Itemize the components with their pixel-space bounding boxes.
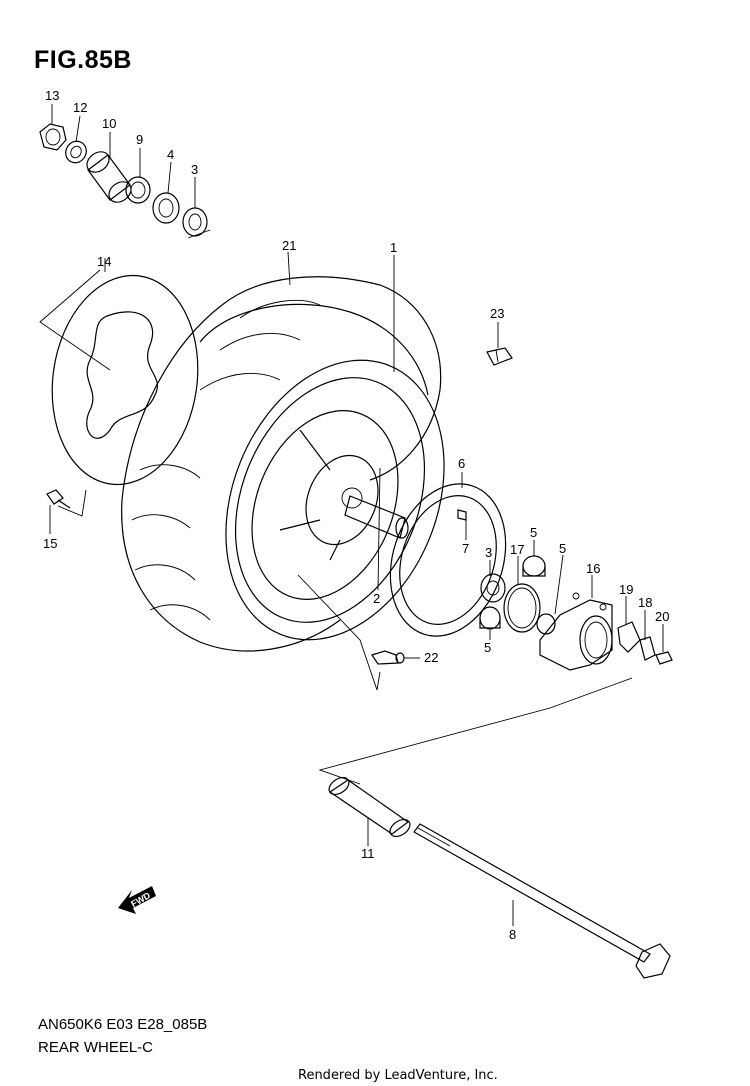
callout-4: 4 bbox=[167, 147, 174, 162]
collar-5-left bbox=[479, 606, 501, 630]
clip-23 bbox=[486, 347, 513, 366]
callout-7: 7 bbox=[462, 541, 469, 556]
spacer-10 bbox=[86, 151, 132, 203]
callout-5-right: 5 bbox=[559, 541, 566, 556]
callout-23: 23 bbox=[490, 306, 504, 321]
callout-15: 15 bbox=[43, 536, 57, 551]
callout-10: 10 bbox=[102, 116, 116, 131]
callout-11: 11 bbox=[361, 846, 375, 861]
screw-7 bbox=[457, 509, 467, 521]
fwd-arrow-icon: FWD bbox=[118, 886, 156, 914]
hub-carrier-16 bbox=[539, 592, 613, 671]
callout-3-top: 3 bbox=[191, 162, 198, 177]
callout-1: 1 bbox=[390, 240, 397, 255]
callout-17: 17 bbox=[510, 542, 524, 557]
callout-5-top: 5 bbox=[530, 525, 537, 540]
collar-5-right bbox=[536, 613, 556, 635]
oil-seal-9 bbox=[125, 176, 151, 204]
callout-19: 19 bbox=[619, 582, 633, 597]
valve-22 bbox=[371, 650, 405, 665]
washer-12 bbox=[65, 140, 87, 164]
callout-12: 12 bbox=[73, 100, 87, 115]
spacer-11 bbox=[328, 776, 411, 838]
rendered-by-credit: Rendered by LeadVenture, Inc. bbox=[298, 1068, 498, 1083]
sensor-rotor-6 bbox=[389, 483, 507, 637]
brake-disc-14 bbox=[51, 274, 199, 486]
callout-3-mid: 3 bbox=[485, 545, 492, 560]
callout-18: 18 bbox=[638, 595, 652, 610]
callout-16: 16 bbox=[586, 561, 600, 576]
callout-8: 8 bbox=[509, 927, 516, 942]
callout-6: 6 bbox=[458, 456, 465, 471]
callout-5-left: 5 bbox=[484, 640, 491, 655]
wheel-rim-1 bbox=[251, 410, 409, 600]
callout-9: 9 bbox=[136, 132, 143, 147]
callout-2: 2 bbox=[373, 591, 380, 606]
bearing-3-top bbox=[182, 207, 208, 237]
assembly-name: REAR WHEEL-C bbox=[38, 1039, 154, 1056]
callout-14: 14 bbox=[97, 254, 111, 269]
bearing-4 bbox=[152, 192, 180, 224]
callout-13: 13 bbox=[45, 88, 59, 103]
sensor-18 bbox=[639, 636, 656, 661]
bolt-20 bbox=[655, 651, 673, 665]
axle-8 bbox=[413, 823, 671, 979]
plate-19 bbox=[617, 621, 641, 653]
collar-5-top bbox=[522, 555, 546, 577]
model-code: AN650K6 E03 E28_085B bbox=[38, 1016, 208, 1033]
bolt-15 bbox=[46, 489, 71, 509]
nut-13 bbox=[39, 123, 67, 151]
callout-20: 20 bbox=[655, 609, 669, 624]
bearing-3-mid bbox=[480, 573, 506, 603]
callout-22: 22 bbox=[424, 650, 438, 665]
figure-title: FIG.85B bbox=[34, 46, 132, 74]
callout-21: 21 bbox=[282, 238, 296, 253]
rear-tire-21 bbox=[121, 276, 445, 652]
o-ring-17 bbox=[503, 583, 541, 633]
